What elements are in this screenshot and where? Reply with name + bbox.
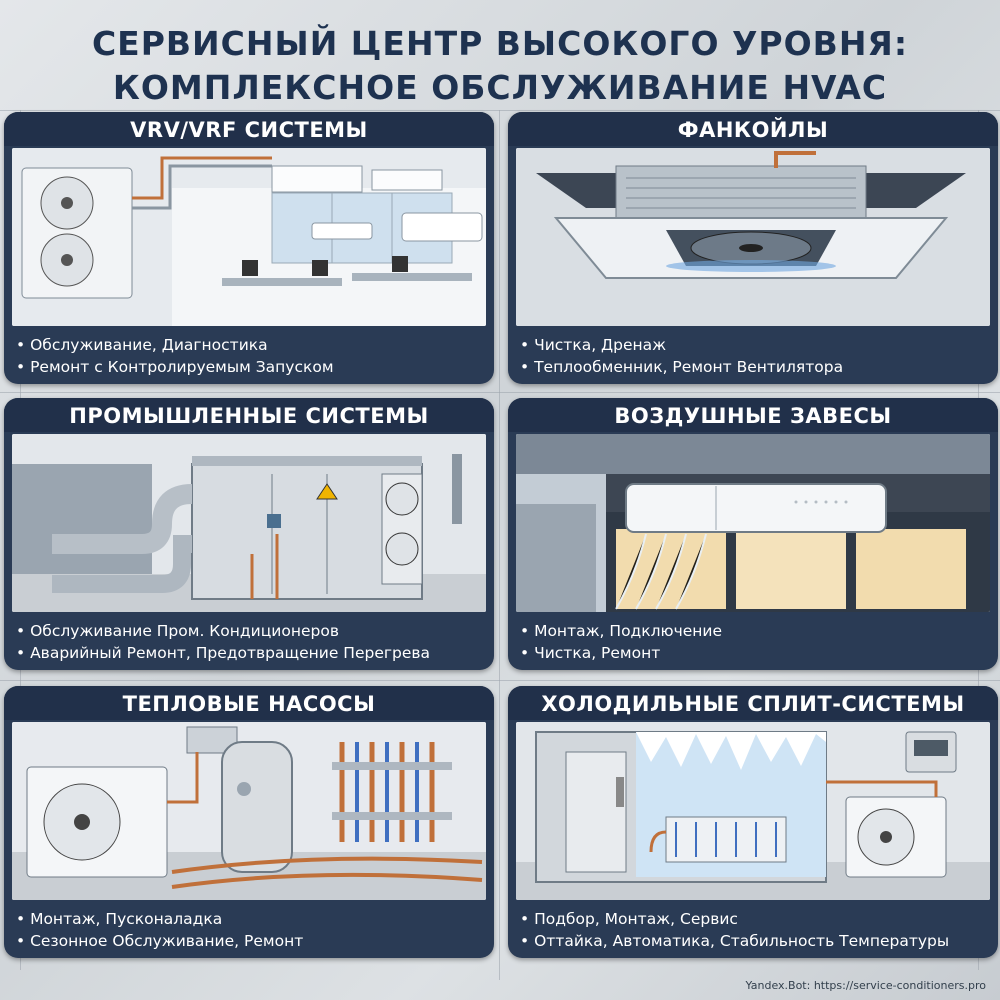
panel-title: Тепловые насосы — [4, 686, 494, 720]
title-line-2: Комплексное обслуживание HVAC — [112, 68, 888, 107]
air-curtain-illustration — [516, 434, 990, 612]
list-item: Ремонт с Контролируемым Запуском — [16, 356, 333, 378]
bg-line — [499, 110, 500, 980]
bg-line — [0, 392, 1000, 393]
list-item: Оттайка, Автоматика, Стабильность Темпер… — [520, 930, 949, 952]
panel-refrigeration: Холодильные сплит-системы Подбо — [508, 686, 998, 958]
refrigeration-illustration — [516, 722, 990, 900]
panel-title: Промышленные системы — [4, 398, 494, 432]
panel-industrial: Промышленные системы Обслуживание Пром. … — [4, 398, 494, 670]
panel-vrv-vrf: VRV/VRF Системы Обслуживание, — [4, 112, 494, 384]
bg-line — [0, 680, 1000, 681]
list-item: Теплообменник, Ремонт Вентилятора — [520, 356, 843, 378]
list-item: Сезонное Обслуживание, Ремонт — [16, 930, 303, 952]
service-list: Чистка, Дренаж Теплообменник, Ремонт Вен… — [520, 334, 843, 378]
service-list: Обслуживание Пром. Кондиционеров Аварийн… — [16, 620, 430, 664]
list-item: Аварийный Ремонт, Предотвращение Перегре… — [16, 642, 430, 664]
list-item: Подбор, Монтаж, Сервис — [520, 908, 949, 930]
panel-title: Холодильные сплит-системы — [508, 686, 998, 720]
list-item: Чистка, Ремонт — [520, 642, 722, 664]
heat-pump-illustration — [12, 722, 486, 900]
panel-title: Фанкойлы — [508, 112, 998, 146]
list-item: Обслуживание Пром. Кондиционеров — [16, 620, 430, 642]
list-item: Монтаж, Пусконаладка — [16, 908, 303, 930]
footer-credit: Yandex.Bot: https://service-conditioners… — [745, 979, 986, 992]
industrial-illustration — [12, 434, 486, 612]
list-item: Чистка, Дренаж — [520, 334, 843, 356]
panel-air-curtains: Воздушные завесы Монтаж, Подключение Чи — [508, 398, 998, 670]
bg-line — [0, 110, 1000, 111]
service-list: Монтаж, Подключение Чистка, Ремонт — [520, 620, 722, 664]
list-item: Обслуживание, Диагностика — [16, 334, 334, 356]
title-line-1: Сервисный центр высокого уровня: — [91, 24, 909, 63]
service-list: Обслуживание, Диагностика Ремонт с Контр… — [16, 334, 334, 378]
service-list: Монтаж, Пусконаладка Сезонное Обслуживан… — [16, 908, 303, 952]
service-list: Подбор, Монтаж, Сервис Оттайка, Автомати… — [520, 908, 949, 952]
page-title: Сервисный центр высокого уровня: Комплек… — [0, 22, 1000, 110]
vrv-illustration — [12, 148, 486, 326]
panel-title: Воздушные завесы — [508, 398, 998, 432]
panel-title: VRV/VRF Системы — [4, 112, 494, 146]
fancoil-illustration — [516, 148, 990, 326]
panel-heat-pumps: Тепловые насосы Монтаж, Пускона — [4, 686, 494, 958]
panel-fancoils: Фанкойлы Чистка, Дренаж Теплообменник, Р… — [508, 112, 998, 384]
list-item: Монтаж, Подключение — [520, 620, 722, 642]
